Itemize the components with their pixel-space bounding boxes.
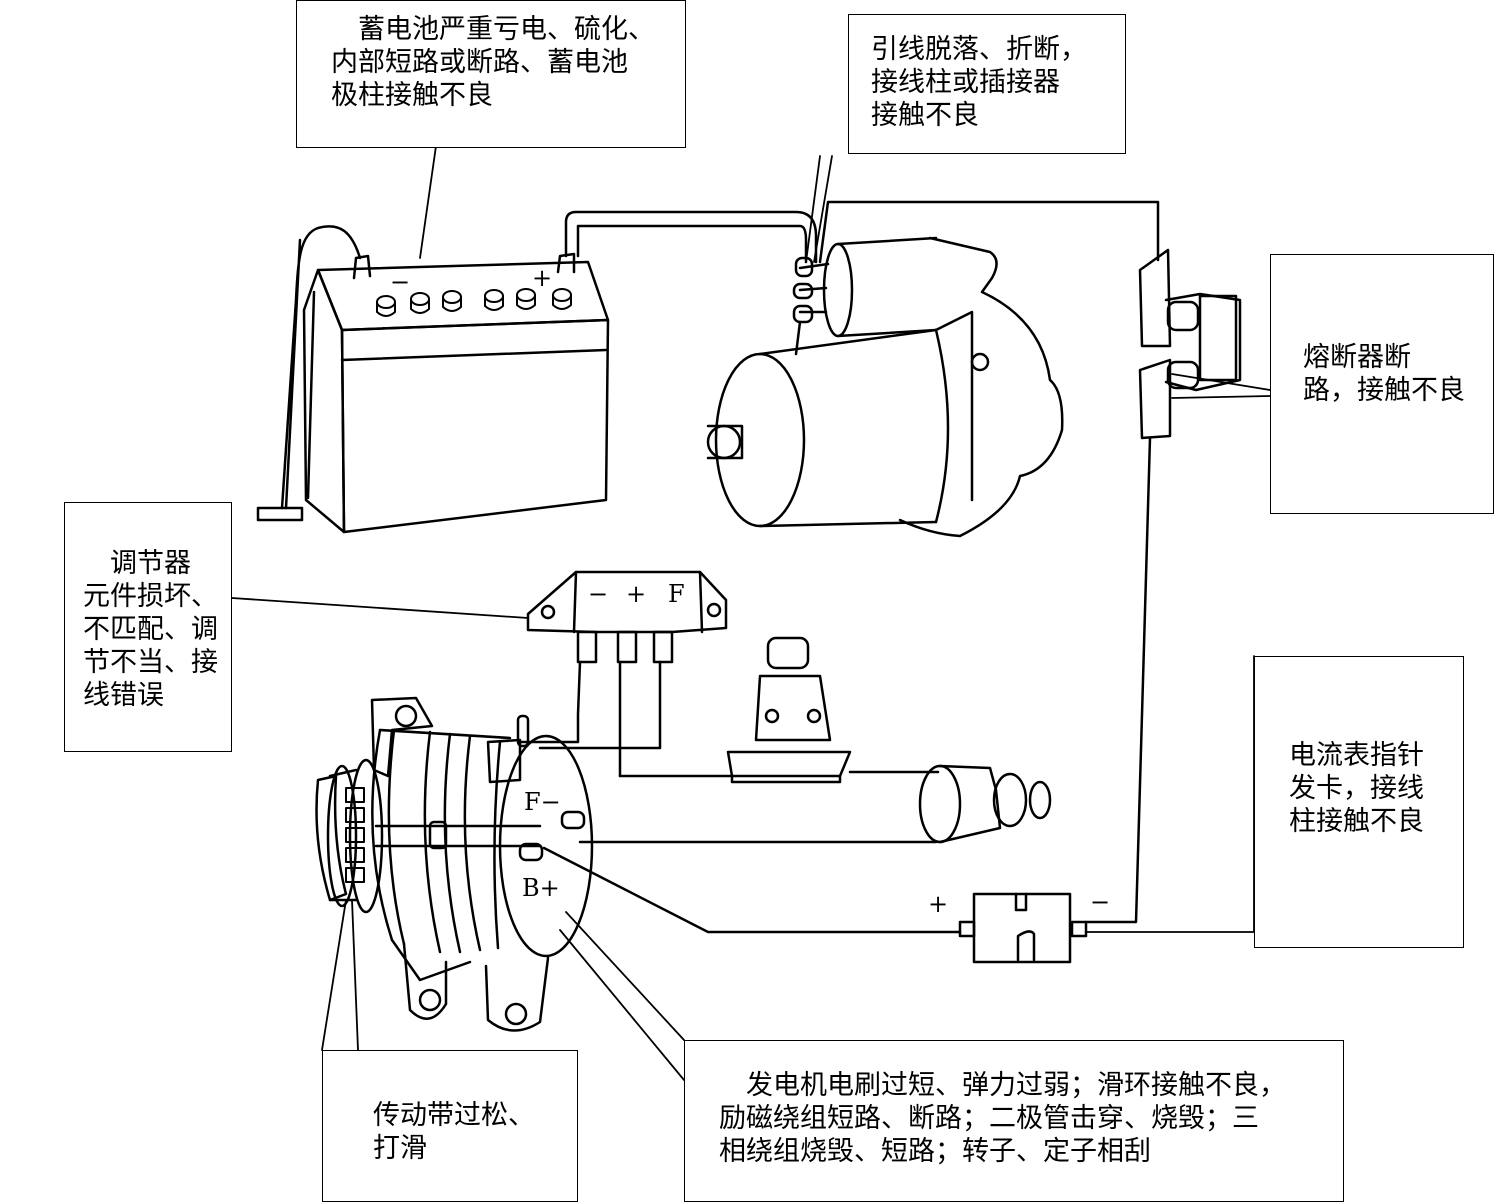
ammeter-negative-label: − bbox=[1090, 888, 1111, 916]
alternator-field-label: F− bbox=[524, 788, 561, 816]
battery-positive-label: + bbox=[532, 264, 553, 292]
alternator bbox=[315, 696, 594, 1032]
regulator-positive-label: + bbox=[626, 580, 647, 608]
wiring-fault-callout: 引线脱落、折断， 接线柱或插接器 接触不良 bbox=[848, 14, 1126, 154]
starter-motor bbox=[706, 236, 1064, 538]
fuse-fault-callout: 熔断器断 路，接触不良 bbox=[1270, 254, 1494, 514]
regulator-field-label: F bbox=[668, 580, 685, 608]
voltage-regulator bbox=[526, 570, 728, 664]
alternator-battery-label: B+ bbox=[522, 874, 560, 902]
ammeter-fault-callout: 电流表指针 发卡，接线 柱接触不良 bbox=[1254, 656, 1464, 948]
belt-fault-callout: 传动带过松、 打滑 bbox=[322, 1050, 578, 1202]
wires bbox=[256, 200, 1160, 934]
switch bbox=[726, 636, 852, 784]
fuse-holder bbox=[1138, 248, 1242, 440]
regulator-negative-label: − bbox=[588, 580, 609, 608]
battery-negative-label: − bbox=[390, 268, 411, 296]
ammeter-positive-label: + bbox=[928, 890, 949, 918]
alternator-fault-callout: 发电机电刷过短、弹力过弱；滑环接触不良， 励磁绕组短路、断路；二极管击穿、烧毁；… bbox=[684, 1040, 1344, 1202]
battery bbox=[302, 252, 610, 534]
battery-fault-callout: 蓄电池严重亏电、硫化、 内部短路或断路、蓄电池 极柱接触不良 bbox=[296, 0, 686, 148]
indicator-unit bbox=[918, 764, 1052, 844]
ammeter bbox=[958, 892, 1088, 964]
leader-lines bbox=[231, 145, 1271, 1081]
regulator-fault-callout: 调节器 元件损坏、 不匹配、调 节不当、接 线错误 bbox=[64, 502, 232, 752]
